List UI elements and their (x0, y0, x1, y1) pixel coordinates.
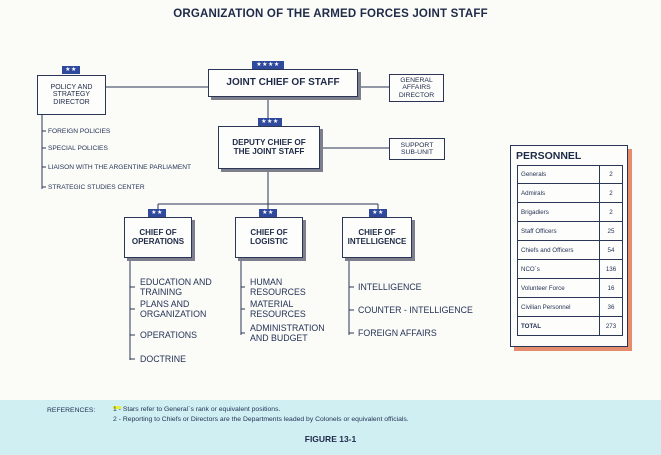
reference-1-number: 1 - (113, 406, 121, 413)
personnel-row: Volunteer Force 16 (517, 279, 623, 298)
personnel-value: 16 (599, 279, 622, 297)
chief-logistic-box: CHIEF OF LOGISTIC (235, 217, 303, 258)
personnel-value: 25 (599, 222, 622, 240)
two-stars-icon: ★★ (148, 209, 166, 217)
two-stars-icon: ★★ (62, 66, 80, 74)
personnel-value: 2 (599, 203, 622, 221)
general-affairs-box: GENERAL AFFAIRS DIRECTOR (389, 74, 444, 102)
personnel-value: 2 (599, 184, 622, 202)
personnel-label: Civilian Personnel (521, 303, 571, 311)
personnel-row: Generals 2 (517, 165, 623, 184)
personnel-value: 36 (599, 298, 622, 316)
four-stars-icon: ★★★★ (252, 61, 284, 69)
page-title: ORGANIZATION OF THE ARMED FORCES JOINT S… (173, 8, 488, 20)
support-subunit-box: SUPPORT SUB-UNIT (389, 138, 445, 160)
personnel-label: NCO´s (521, 265, 540, 273)
personnel-row: NCO´s 136 (517, 260, 623, 279)
reference-1: 1 - Stars refer to General´s rank or equ… (113, 406, 280, 413)
personnel-value: 136 (599, 260, 622, 278)
personnel-label: Chiefs and Officers (521, 246, 574, 254)
logistic-item: ADMINISTRATION AND BUDGET (250, 323, 325, 343)
intelligence-item: INTELLIGENCE (358, 282, 422, 292)
intelligence-item: COUNTER - INTELLIGENCE (358, 305, 473, 315)
chief-intelligence-box: CHIEF OF INTELLIGENCE (342, 217, 412, 258)
personnel-value: 2 (599, 166, 622, 183)
reference-1-text: Stars refer to General´s rank or equival… (122, 406, 281, 413)
personnel-label: Brigadiers (521, 208, 549, 216)
personnel-value: 273 (599, 317, 622, 335)
two-stars-icon: ★★ (259, 209, 277, 217)
three-stars-icon: ★★★ (258, 118, 282, 126)
personnel-row: Civilian Personnel 36 (517, 298, 623, 317)
policy-item: SPECIAL POLICIES (48, 145, 108, 152)
personnel-row: Chiefs and Officers 54 (517, 241, 623, 260)
personnel-label: Generals (521, 171, 547, 178)
operations-item: DOCTRINE (140, 354, 186, 364)
operations-item: OPERATIONS (140, 330, 198, 340)
figure-caption: FIGURE 13-1 (304, 434, 357, 444)
joint-chief-box: JOINT CHIEF OF STAFF (208, 69, 358, 97)
policy-item: FOREIGN POLICIES (48, 128, 111, 135)
operations-item: PLANS AND ORGANIZATION (140, 299, 207, 319)
personnel-row: Admirals 2 (517, 184, 623, 203)
personnel-title: PERSONNEL (516, 150, 582, 162)
logistic-item: HUMAN RESOURCES (250, 277, 306, 297)
two-stars-icon: ★★ (369, 209, 387, 217)
intelligence-item: FOREIGN AFFAIRS (358, 328, 437, 338)
personnel-label: Volunteer Force (521, 284, 565, 292)
personnel-row: Brigadiers 2 (517, 203, 623, 222)
logistic-item: MATERIAL RESOURCES (250, 299, 306, 319)
policy-director-box: POLICY AND STRATEGY DIRECTOR (37, 75, 106, 115)
personnel-table: PERSONNEL Generals 2 Admirals 2 Brigadie… (510, 145, 628, 347)
personnel-label: Admirals (521, 189, 546, 197)
policy-item: LIAISON WITH THE ARGENTINE PARLIAMENT (48, 164, 192, 171)
personnel-label: Staff Officers (521, 227, 557, 235)
reference-2: 2 - Reporting to Chiefs or Directors are… (113, 416, 409, 423)
personnel-label: TOTAL (521, 322, 542, 330)
personnel-total-row: TOTAL 273 (517, 317, 623, 336)
policy-item: STRATEGIC STUDIES CENTER (48, 184, 145, 191)
references-label: REFERENCES: (47, 407, 96, 414)
references-band (0, 400, 661, 455)
personnel-row: Staff Officers 25 (517, 222, 623, 241)
operations-item: EDUCATION AND TRAINING (140, 277, 212, 297)
chief-operations-box: CHIEF OF OPERATIONS (124, 217, 192, 258)
deputy-chief-box: DEPUTY CHIEF OF THE JOINT STAFF (218, 126, 320, 169)
personnel-value: 54 (599, 241, 622, 259)
